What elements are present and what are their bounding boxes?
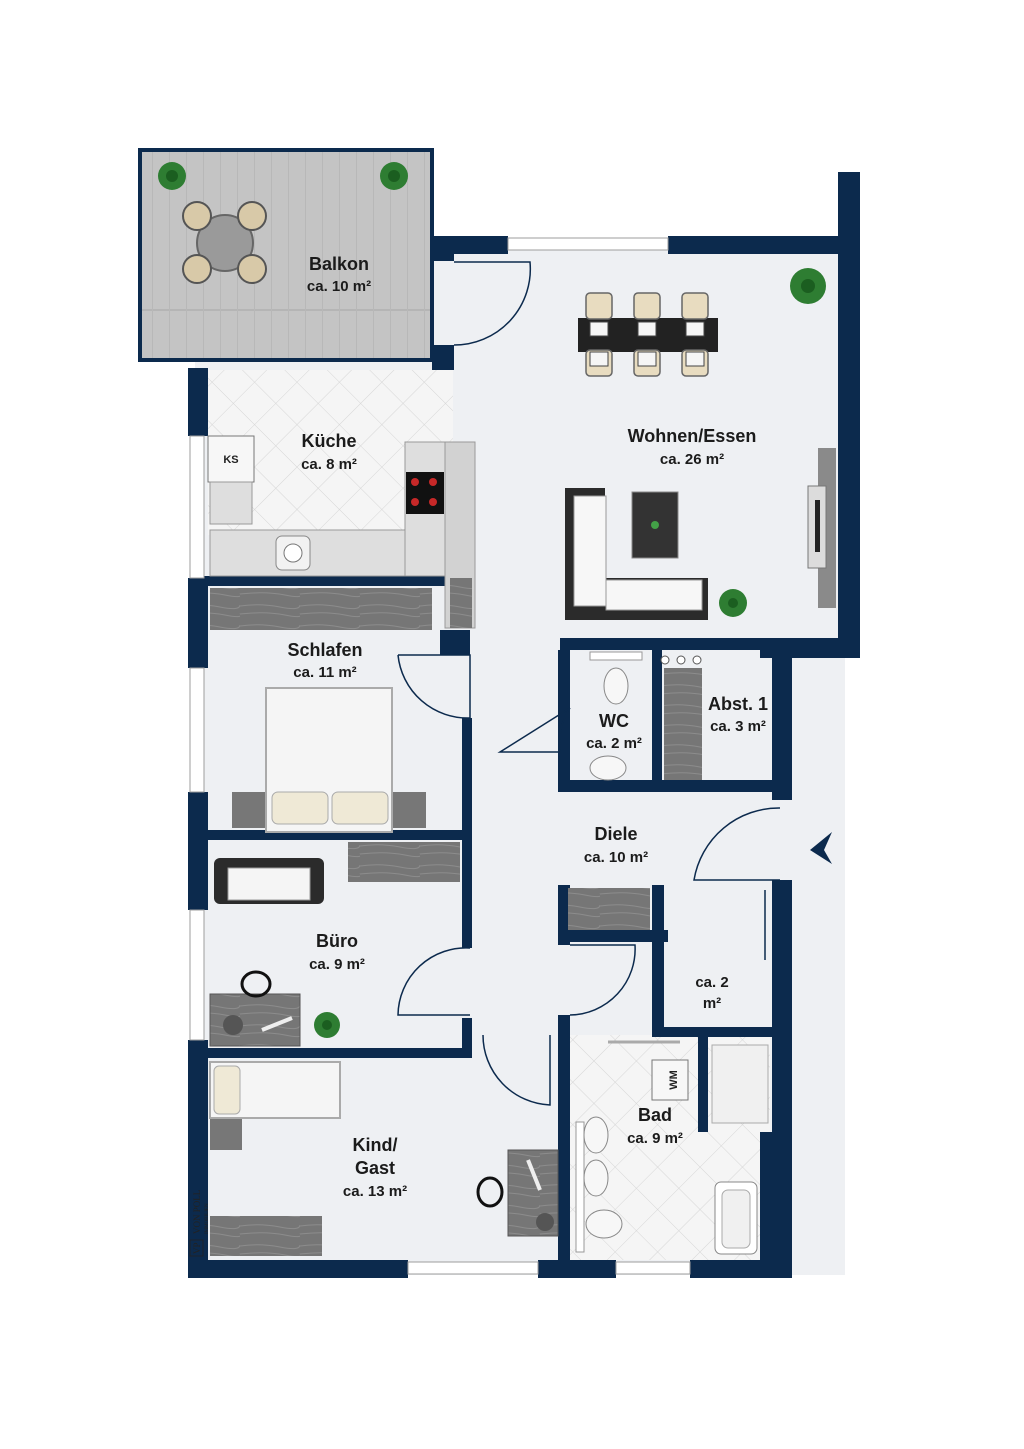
office-shelf: [348, 842, 460, 882]
washer-label: WM: [668, 1070, 680, 1090]
bed: [232, 687, 426, 833]
room-area-abst: ca. 3 m²: [710, 718, 766, 735]
fridge-label: KS: [223, 454, 238, 466]
entrance-gap: [780, 805, 792, 880]
room-area-kind: ca. 13 m²: [343, 1183, 407, 1200]
room-area-kueche: ca. 8 m²: [301, 456, 357, 473]
room-area-bad: ca. 9 m²: [627, 1130, 683, 1147]
room-name-kind-line1: Kind/: [353, 1135, 398, 1155]
svg-text:VON POLL: VON POLL: [192, 1190, 202, 1234]
room-name-abst: Abst. 1: [708, 694, 768, 714]
room-name-wohnen: Wohnen/Essen: [628, 426, 757, 446]
wardrobe: [210, 588, 432, 630]
plant-icon: [380, 162, 408, 190]
storage-shelf: [660, 655, 702, 780]
sofa: [565, 488, 708, 620]
plant-icon: [719, 589, 747, 617]
kitchen-counter: [207, 435, 476, 629]
balcony-table-set: [182, 201, 267, 284]
svg-text:VP: VP: [192, 1242, 202, 1254]
room-name-diele: Diele: [594, 824, 637, 844]
room-area-buero: ca. 9 m²: [309, 956, 365, 973]
walls: [188, 172, 860, 1278]
room-name-kueche: Küche: [301, 431, 356, 451]
room-name-abst2: ca. 2: [695, 974, 728, 991]
room-name-schlafen: Schlafen: [287, 640, 362, 660]
guest-bed: [209, 1061, 341, 1150]
room-area-balkon: ca. 10 m²: [307, 278, 371, 295]
guest-desk: [476, 1149, 559, 1237]
room-area-wohnen: ca. 26 m²: [660, 451, 724, 468]
coffee-table: [631, 491, 679, 559]
svg-text:IMMOBILIEN: IMMOBILIEN: [205, 1203, 210, 1234]
room-area-wc: ca. 2 m²: [586, 735, 642, 752]
plant-icon: [790, 268, 826, 304]
office-sofa: [214, 858, 324, 904]
room-area-abst2: m²: [703, 995, 721, 1012]
room-name-bad: Bad: [638, 1105, 672, 1125]
bath-fixtures: [575, 1040, 769, 1255]
room-area-schlafen: ca. 11 m²: [293, 664, 356, 681]
room-name-wc: WC: [599, 711, 629, 731]
room-name-buero: Büro: [316, 931, 358, 951]
doors: [397, 261, 781, 1106]
dining-table: [578, 292, 718, 377]
entrance-arrow-icon: [810, 832, 832, 864]
hall-cabinet: [568, 888, 650, 930]
room-area-diele: ca. 10 m²: [584, 849, 648, 866]
plant-icon: [158, 162, 186, 190]
guest-shelf: [210, 1216, 322, 1256]
room-name-kind-line2: Gast: [355, 1158, 395, 1178]
windows: [189, 237, 691, 1275]
office-desk: [209, 970, 301, 1047]
brand-logo: VP VON POLL IMMOBILIEN: [189, 1190, 210, 1257]
wc-fixtures: [589, 651, 643, 781]
tv-unit: [807, 448, 836, 608]
room-name-balkon: Balkon: [309, 254, 369, 274]
plant-icon: [314, 1012, 340, 1038]
